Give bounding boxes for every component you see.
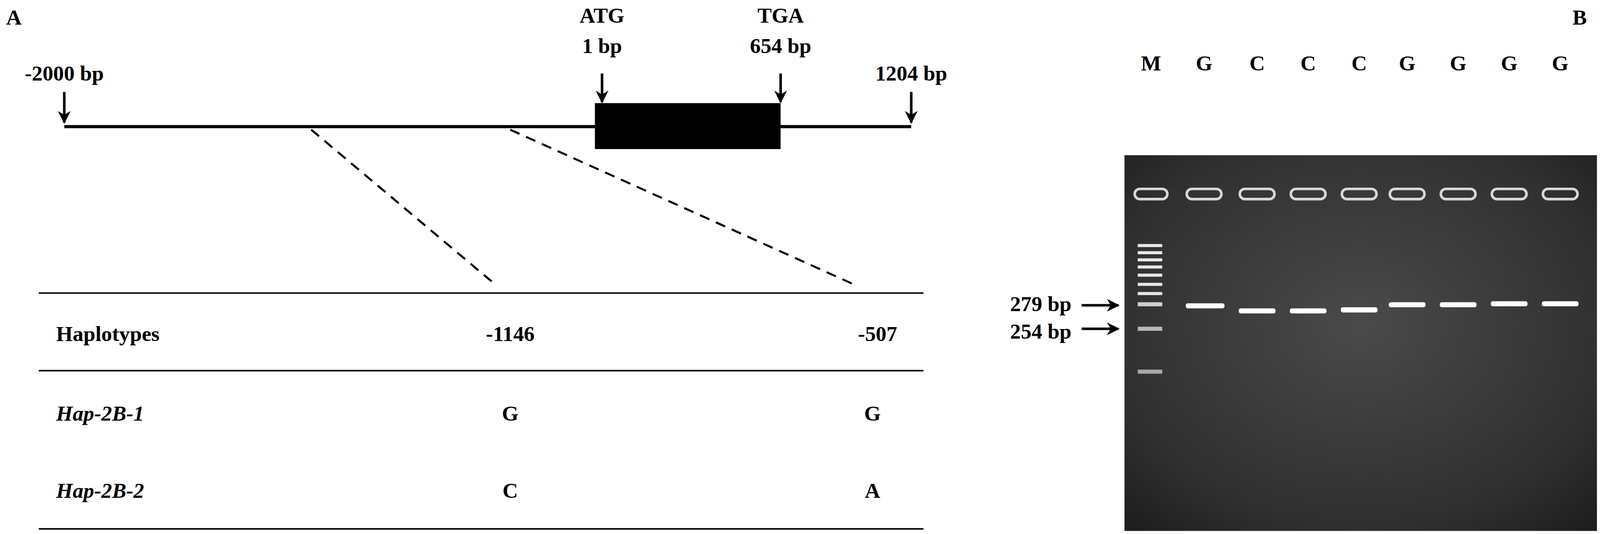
table-rule: [38, 528, 924, 530]
gene-line: [64, 124, 912, 128]
position-label: -2000 bp: [24, 62, 104, 84]
position-label: 654 bp: [750, 35, 812, 57]
position-label: 1 bp: [582, 35, 623, 57]
panel-letter: B: [1572, 6, 1587, 28]
size-label: 279 bp: [1010, 293, 1072, 315]
table-cell: C: [502, 479, 519, 502]
lane-label: C: [1300, 52, 1316, 74]
table-cell: G: [502, 402, 520, 424]
table-rule: [38, 292, 924, 294]
lane-label: M: [1140, 52, 1162, 74]
haplotype-name: Hap-2B-1: [55, 402, 144, 424]
codon-label: TGA: [757, 4, 804, 27]
table-header: -507: [858, 323, 898, 345]
position-arrow: [63, 91, 66, 123]
sample-bands: [1185, 300, 1579, 314]
zoom-line: [510, 129, 858, 287]
lane-label: G: [1398, 52, 1416, 74]
table-cell: A: [864, 479, 881, 502]
lane-label: G: [1195, 52, 1213, 74]
table-cell: G: [863, 402, 881, 424]
table-rule: [38, 369, 924, 372]
position-label: 1204 bp: [875, 62, 947, 84]
size-label: 254 bp: [1010, 320, 1072, 342]
lane-label: C: [1249, 52, 1265, 74]
table-header: -1146: [485, 323, 535, 345]
table-header: Haplotypes: [55, 323, 160, 345]
position-arrow: [909, 91, 913, 123]
size-arrow: [1081, 327, 1119, 330]
coding-region: [594, 103, 781, 150]
lane-label: G: [1501, 52, 1518, 74]
lane-label: G: [1551, 52, 1569, 74]
position-arrow: [600, 73, 603, 102]
haplotype-name: Hap-2B-2: [55, 479, 144, 502]
size-arrow: [1081, 303, 1119, 307]
position-arrow: [779, 73, 782, 102]
lane-label: C: [1351, 52, 1368, 74]
ladder-bands: [1137, 244, 1163, 374]
codon-label: ATG: [579, 4, 625, 27]
gel-wells: [1134, 189, 1578, 200]
lane-label: G: [1449, 52, 1467, 74]
gel-image: [1124, 155, 1597, 532]
zoom-line: [311, 129, 497, 287]
panel-letter: A: [6, 6, 22, 28]
